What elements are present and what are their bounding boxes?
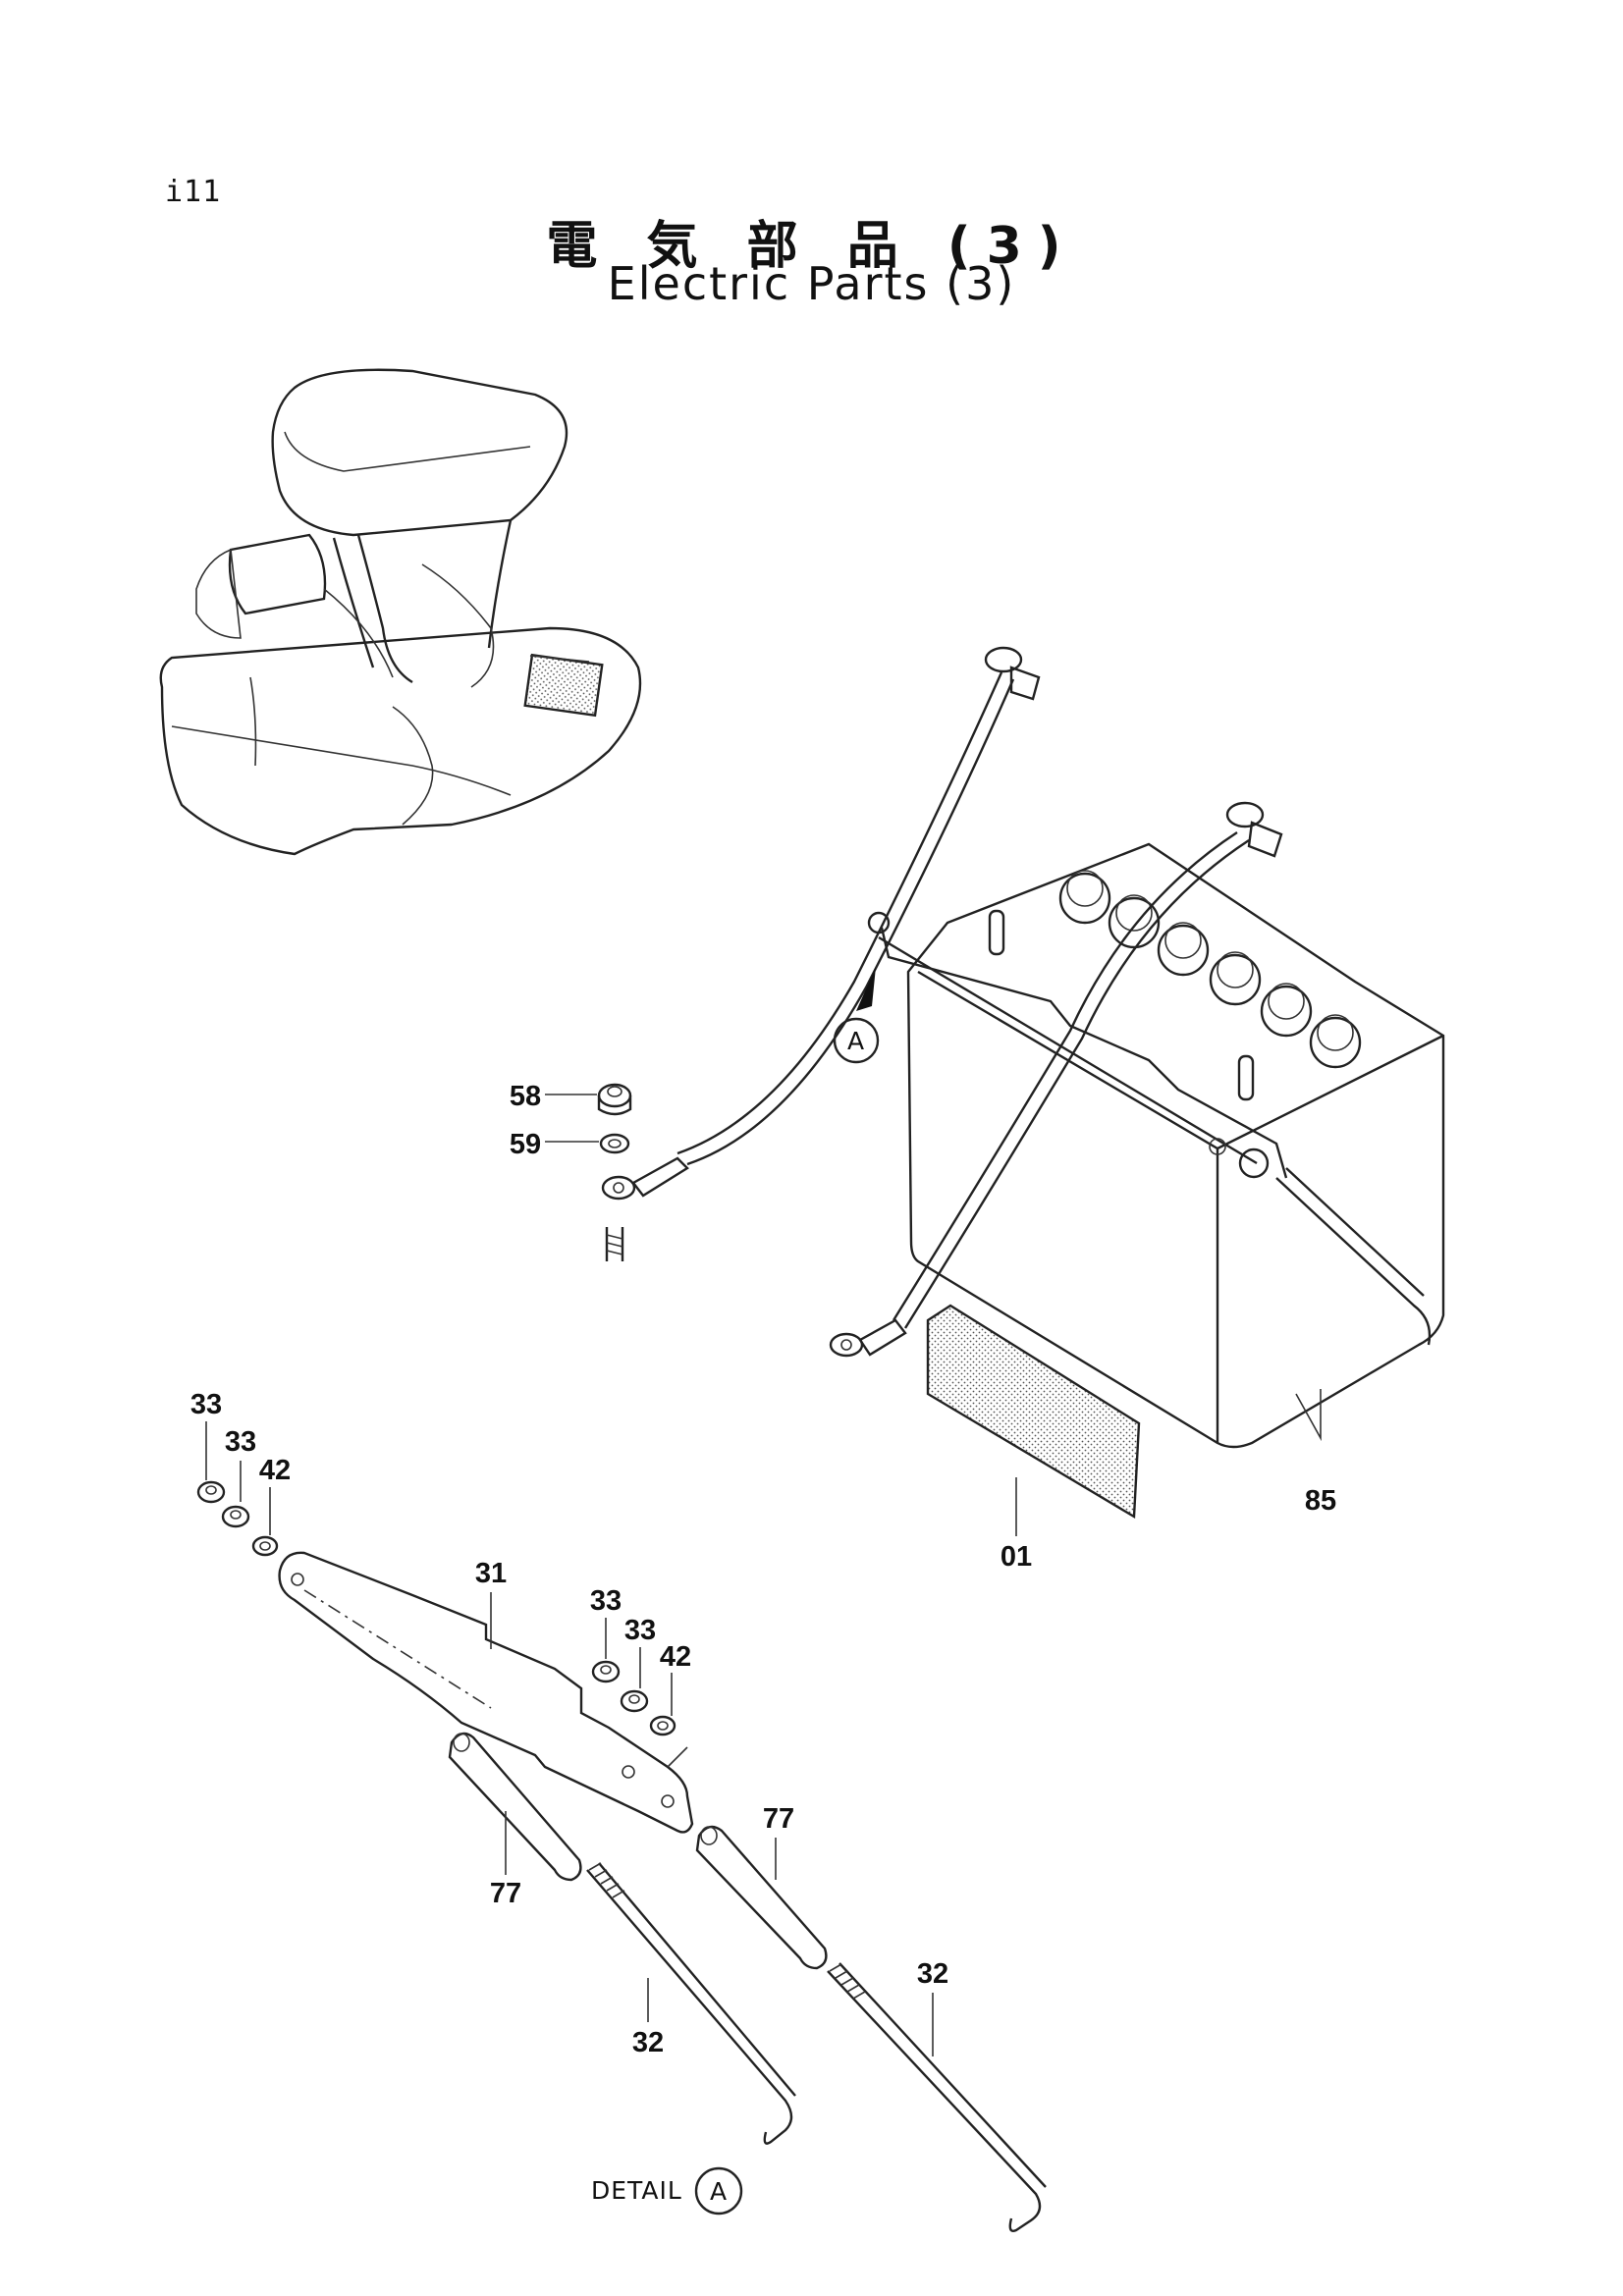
washer-42-left [251,1535,279,1557]
callout-32-left: 32 [632,2027,664,2058]
detail-a-marker-label: A [847,1027,865,1055]
hold-down-bracket-31 [278,1551,694,1834]
detail-a-marker [833,967,880,1064]
washer-42-right [649,1715,676,1736]
page-number: i11 [165,175,222,209]
rod-32-right [827,1962,1047,2232]
callout-58: 58 [510,1081,541,1112]
nut-33-left-a [196,1480,226,1504]
battery [906,842,1445,1449]
battery-cable-1 [601,646,1041,1201]
callout-77-left: 77 [490,1878,521,1909]
callout-33-right-a: 33 [590,1585,622,1617]
callout-42-right: 42 [660,1641,691,1673]
rod-32-left [586,1862,796,2145]
stud-bolt [605,1227,624,1261]
callout-31: 31 [475,1558,507,1589]
detail-caption: DETAIL A [591,2166,743,2216]
machine-overview-illustration [159,368,642,856]
battery-caps [1058,870,1362,1069]
leader-lines [205,1094,1322,2056]
callout-42-left: 42 [259,1455,291,1486]
callout-59: 59 [510,1129,541,1160]
callout-01: 01 [1001,1541,1032,1573]
detail-caption-text: DETAIL [591,2176,682,2205]
sleeve-77-left [448,1732,582,1882]
sleeve-77-right [695,1825,828,1970]
callout-32-right: 32 [917,1958,948,1990]
callout-85: 85 [1305,1485,1336,1517]
detail-caption-circle-label: A [710,2177,728,2206]
battery-cable-2 [829,801,1283,1358]
callout-33-left-a: 33 [190,1389,222,1420]
battery-pad [926,1304,1141,1520]
callout-33-right-b: 33 [624,1615,656,1646]
battery-clamp-assembly [867,911,1432,1346]
nut-33-right-b [620,1689,649,1713]
title-japanese: 電 気 部 品 (3) [546,217,1077,276]
callout-77-right: 77 [763,1803,794,1835]
washer-59 [599,1133,630,1154]
callout-33-left-b: 33 [225,1426,256,1458]
nut-58 [597,1083,632,1116]
title-english: Electric Parts (3) [607,257,1016,310]
nut-33-right-a [591,1660,621,1683]
nut-33-left-b [221,1505,250,1528]
